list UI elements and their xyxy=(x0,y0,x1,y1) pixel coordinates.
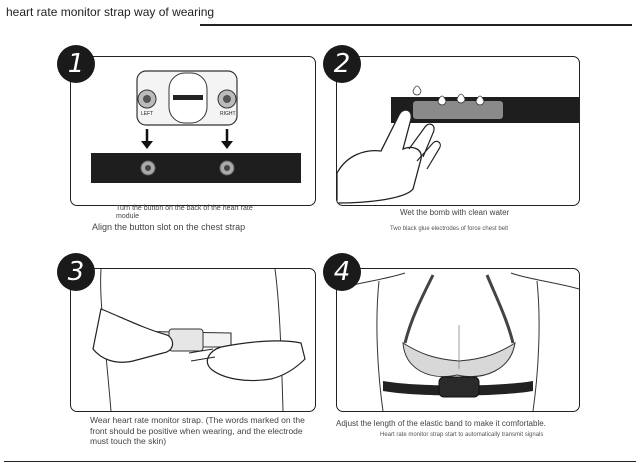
step-4-caption-small: Heart rate monitor strap start to automa… xyxy=(380,432,544,438)
step-3-badge: 3 xyxy=(56,252,96,292)
step-2-panel xyxy=(336,56,580,206)
module-left-label: LEFT xyxy=(141,111,154,117)
right-hand-shape xyxy=(206,340,306,382)
step-4-caption-main: Adjust the length of the elastic band to… xyxy=(336,419,546,428)
step-1-illustration xyxy=(91,70,301,183)
step-4-illustration xyxy=(337,272,579,411)
step-3-panel xyxy=(70,268,316,412)
step-2-badge: 2 xyxy=(322,44,362,84)
heart-rate-module xyxy=(438,376,480,398)
module-right-label: RIGHT xyxy=(220,111,236,117)
bottom-divider xyxy=(4,461,636,462)
step-2-caption-small: Two black glue electrodes of force chest… xyxy=(390,226,509,232)
step-4-number: 4 xyxy=(333,257,351,287)
chest-strap xyxy=(91,153,301,183)
step-1-badge: 1 xyxy=(56,44,96,84)
left-hand-shape xyxy=(92,308,174,363)
step-2-illustration xyxy=(337,85,579,204)
step-1-caption-main: Align the button slot on the chest strap xyxy=(92,222,246,232)
hand-shape xyxy=(337,109,422,204)
step-1-caption-small: Turn the button on the back of the heart… xyxy=(116,205,253,220)
step-1-number: 1 xyxy=(67,49,85,79)
step-3-caption-main: Wear heart rate monitor strap. (The word… xyxy=(90,415,305,446)
step-3-number: 3 xyxy=(67,257,85,287)
step-3-illustration xyxy=(92,269,306,411)
step-4-panel xyxy=(336,268,580,412)
page-title: heart rate monitor strap way of wearing xyxy=(6,5,215,19)
electrode-pad xyxy=(413,101,503,119)
step-2-number: 2 xyxy=(333,49,351,79)
step-4-badge: 4 xyxy=(322,252,362,292)
step-1-panel: LEFT RIGHT xyxy=(70,56,316,206)
garment-shape xyxy=(402,341,516,377)
title-divider xyxy=(200,24,632,26)
step-2-caption-main: Wet the bomb with clean water xyxy=(400,208,510,217)
